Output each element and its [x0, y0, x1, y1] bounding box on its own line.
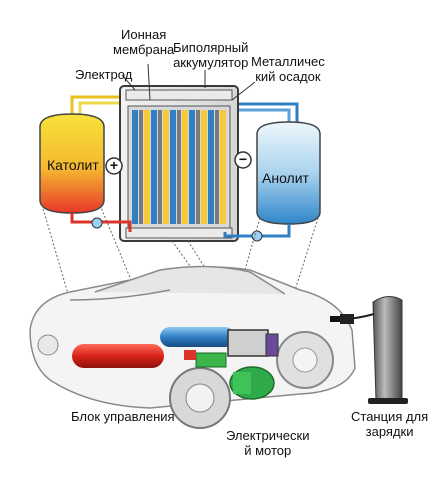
- car-battery-stack: [227, 329, 279, 357]
- headlight-icon: [37, 334, 59, 356]
- label-charging-station: Станция для зарядки: [351, 409, 429, 439]
- minus-sign: −: [238, 151, 248, 167]
- label-electrode: Электрод: [75, 67, 133, 82]
- leader-lines: [121, 63, 256, 101]
- plug-icon: [330, 316, 340, 322]
- car-anolyte-tube: [160, 327, 235, 347]
- car-catholyte-tube: [72, 344, 164, 368]
- label-electric-motor: Электрически й мотор: [226, 428, 310, 458]
- front-wheel-icon: [169, 367, 231, 429]
- label-ion-membrane: Ионная мембрана: [113, 27, 175, 57]
- label-anolyte: Анолит: [262, 170, 309, 186]
- label-control-unit: Блок управления: [71, 409, 175, 424]
- plus-terminal-icon: [105, 157, 123, 175]
- label-metal-deposit: Металличес кий осадок: [251, 54, 325, 84]
- electrode-plates: [132, 110, 226, 224]
- pump-left-icon: [91, 217, 103, 229]
- minus-terminal-icon: [234, 151, 252, 169]
- pump-right-icon: [251, 230, 263, 242]
- control-unit-box: [184, 350, 227, 368]
- label-catholyte: Католит: [47, 157, 99, 173]
- plus-sign: +: [109, 157, 119, 173]
- anolyte-tank: [256, 121, 321, 225]
- label-bipolar-battery: Биполярный аккумулятор: [173, 40, 249, 70]
- rear-wheel-icon: [276, 331, 334, 389]
- electric-motor-icon: [229, 366, 275, 400]
- charging-station-icon: [339, 296, 408, 404]
- catholyte-tank: [39, 113, 105, 214]
- bipolar-battery-stack: [119, 85, 239, 242]
